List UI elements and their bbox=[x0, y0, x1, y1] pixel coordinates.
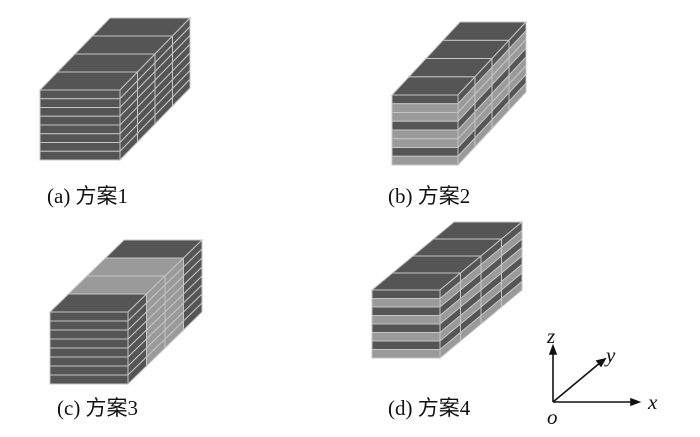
side-cell bbox=[183, 301, 203, 332]
front-layer bbox=[391, 120, 459, 131]
front-layer bbox=[39, 142, 121, 152]
z-label: z bbox=[546, 324, 555, 348]
coordinate-axes: z y x o bbox=[546, 324, 658, 429]
caption-b: (b) 方案2 bbox=[388, 184, 471, 208]
front-layer bbox=[391, 147, 459, 157]
front-layer bbox=[371, 315, 441, 325]
block-d bbox=[370, 220, 524, 360]
front-layer bbox=[49, 329, 129, 340]
side-cell bbox=[508, 81, 527, 112]
front-layer bbox=[39, 107, 121, 117]
front-layer bbox=[49, 347, 129, 358]
front-layer bbox=[391, 112, 459, 122]
front-layer bbox=[391, 129, 459, 140]
front-layer bbox=[391, 103, 459, 113]
side-cell bbox=[501, 280, 523, 309]
z-arrow-icon bbox=[548, 343, 558, 355]
side-cell bbox=[172, 78, 191, 108]
x-arrow-icon bbox=[630, 397, 642, 407]
front-layer bbox=[39, 124, 121, 135]
front-layer bbox=[39, 133, 121, 143]
y-axis bbox=[552, 361, 602, 403]
front-layer bbox=[371, 323, 441, 333]
front-layer bbox=[39, 115, 121, 126]
front-layer bbox=[49, 356, 129, 367]
front-layer bbox=[371, 332, 441, 342]
front-layer bbox=[49, 374, 129, 385]
caption-c: (c) 方案3 bbox=[57, 396, 139, 420]
front-layer bbox=[39, 89, 121, 100]
front-layer bbox=[39, 98, 121, 108]
block-c bbox=[48, 238, 204, 386]
front-layer bbox=[49, 311, 129, 322]
front-layer bbox=[371, 306, 441, 316]
front-layer bbox=[391, 138, 459, 148]
front-layer bbox=[39, 150, 121, 161]
front-layer bbox=[49, 365, 129, 376]
caption-d: (d) 方案4 bbox=[388, 396, 471, 420]
front-layer bbox=[49, 320, 129, 331]
front-layer bbox=[49, 338, 129, 349]
x-label: x bbox=[647, 390, 658, 414]
front-layer bbox=[391, 94, 459, 105]
y-arrow-icon bbox=[595, 357, 607, 368]
block-a bbox=[38, 16, 192, 162]
origin-label: o bbox=[547, 405, 558, 429]
y-label: y bbox=[604, 343, 616, 367]
block-b bbox=[390, 20, 528, 167]
front-layer bbox=[371, 349, 441, 359]
front-layer bbox=[391, 155, 459, 166]
front-layer bbox=[371, 340, 441, 350]
front-layer bbox=[371, 289, 441, 299]
front-layer bbox=[371, 298, 441, 308]
caption-a: (a) 方案1 bbox=[47, 184, 129, 208]
